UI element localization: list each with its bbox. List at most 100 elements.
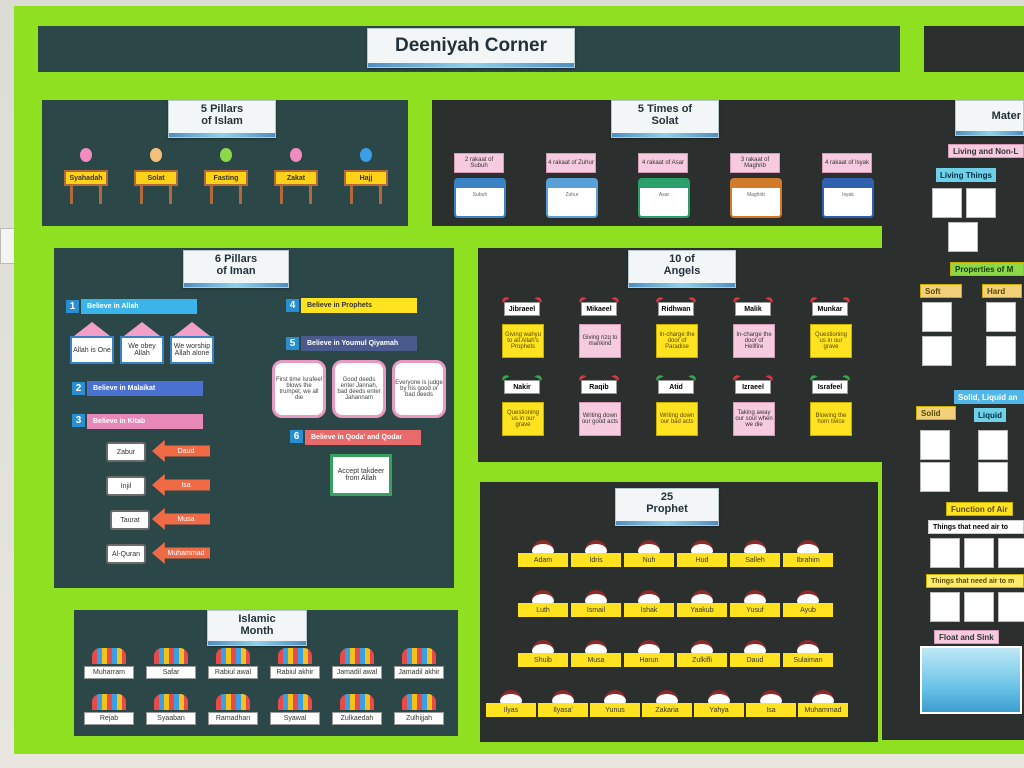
bulletin-board: Deeniyah Corner 5 Pillars of Islam 5 Tim… (14, 6, 1024, 754)
solat-tag-1: 2 rakaat of Subuh (454, 153, 504, 173)
iman-num-3: 3 (72, 414, 85, 427)
easel-leg (350, 186, 353, 204)
prophet-name: Yahya (694, 703, 744, 717)
pillars-islam-title: 5 Pillars of Islam (168, 100, 276, 138)
solat-card-4: Maghrib (730, 178, 782, 218)
pillar-easel-2: Solat (134, 148, 178, 206)
prophet-name: Sulaiman (783, 653, 833, 667)
iman-pillar-5: Believe in Youmul Qiyamah (301, 336, 417, 351)
balloon-icon (80, 148, 92, 162)
pillar-easel-4: Zakat (274, 148, 318, 206)
prophet-4: Hud (677, 540, 727, 570)
solat-tag-5: 4 rakaat of Isyak (822, 153, 872, 173)
angel-desc-3: In-charge the door of Paradise (656, 324, 698, 358)
angel-desc-2: Giving rizq to mankind (579, 324, 621, 358)
prophet-9: Ishak (624, 590, 674, 620)
material-states-label: Solid, Liquid an (954, 390, 1024, 404)
kitab-book-3: Taurat (110, 510, 150, 530)
prophet-18: Sulaiman (783, 640, 833, 670)
prophet-head (812, 690, 834, 704)
angel-name-5: Munkar (812, 302, 848, 316)
month-12: Zulhijjah (394, 694, 444, 730)
tree-pic (966, 188, 996, 218)
material-title: Mater (955, 100, 1024, 136)
solat-card-name: Asar (658, 192, 670, 198)
month-crown (278, 648, 312, 664)
month-7: Rejab (84, 694, 134, 730)
prophet-17: Daud (730, 640, 780, 670)
month-2: Safar (146, 648, 196, 684)
prophet-23: Yahya (694, 690, 744, 720)
prophet-3: Nuh (624, 540, 674, 570)
easel-leg (99, 186, 102, 204)
solat-card-header (732, 180, 780, 188)
solat-card-name: Maghrib (746, 192, 766, 198)
angel-desc-4: In-charge the door of Hellfire (733, 324, 775, 358)
prophet-15: Harun (624, 640, 674, 670)
angel-desc-6: Questioning us in our grave (502, 402, 544, 436)
prophet-11: Yusuf (730, 590, 780, 620)
float-sink-picture (920, 646, 1022, 714)
angel-name-1: Jibraeel (504, 302, 540, 316)
iman-pillar-4: Believe in Prophets (301, 298, 417, 313)
prophet-head (744, 590, 766, 604)
house-roof (124, 322, 160, 336)
prophet-name: Shuib (518, 653, 568, 667)
month-crown (92, 694, 126, 710)
prophet-head (797, 540, 819, 554)
prophet-head (691, 540, 713, 554)
angel-name-6: Nakir (504, 380, 540, 394)
angel-name-8: Atid (658, 380, 694, 394)
prophet-head (708, 690, 730, 704)
kitab-arrow-2: Isa (152, 474, 210, 496)
prophet-name: Yaakub (677, 603, 727, 617)
solat-card-name: Zuhur (565, 192, 579, 198)
solid-pic-2 (920, 462, 950, 492)
prophet-name: Muhammad (798, 703, 848, 717)
prophet-14: Musa (571, 640, 621, 670)
prophet-name: Salleh (730, 553, 780, 567)
balloon-icon (220, 148, 232, 162)
prophet-head (638, 540, 660, 554)
soft-pic-2 (922, 336, 952, 366)
pillar-label: Hajj (344, 170, 388, 186)
angel-name-9: Izraeel (735, 380, 771, 394)
prophet-name: Ishak (624, 603, 674, 617)
material-liquid-label: Liquid (974, 408, 1006, 422)
angel-desc-1: Giving wahyu to all Allah's Prophets (502, 324, 544, 358)
month-crown (340, 694, 374, 710)
month-name: Rabiul akhir (270, 666, 320, 679)
air-pic-4 (930, 592, 960, 622)
month-crown (92, 648, 126, 664)
pillar-label: Syahadah (64, 170, 108, 186)
kitab-arrow-4: Muhammad (152, 542, 210, 564)
solat-card-header (548, 180, 596, 188)
prophet-7: Luth (518, 590, 568, 620)
solat-card-header (640, 180, 688, 188)
kitab-arrow-1: Daud (152, 440, 210, 462)
house-label: We worship Allah alone (170, 336, 214, 364)
iman-pillar-1: Believe in Allah (81, 299, 197, 314)
solid-pic-1 (920, 430, 950, 460)
balloon-icon (290, 148, 302, 162)
prophet-head (638, 640, 660, 654)
kitab-arrow-3: Musa (152, 508, 210, 530)
material-properties-label: Properties of M (950, 262, 1024, 276)
month-4: Rabiul akhir (270, 648, 320, 684)
prophet-name: Ilyasa' (538, 703, 588, 717)
prophet-12: Ayub (783, 590, 833, 620)
prophet-name: Daud (730, 653, 780, 667)
iman-title: 6 Pillars of Iman (183, 250, 289, 288)
solat-card-1: Subuh (454, 178, 506, 218)
prophet-13: Shuib (518, 640, 568, 670)
month-name: Syaaban (146, 712, 196, 725)
month-crown (216, 648, 250, 664)
prophet-head (797, 590, 819, 604)
easel-leg (169, 186, 172, 204)
solat-card-header (824, 180, 872, 188)
month-crown (154, 694, 188, 710)
kitab-book-4: Al-Quran (106, 544, 146, 564)
prophet-24: Isa (746, 690, 796, 720)
material-need-air-1: Things that need air to (928, 520, 1024, 534)
month-6: Jamadil akhir (394, 648, 444, 684)
